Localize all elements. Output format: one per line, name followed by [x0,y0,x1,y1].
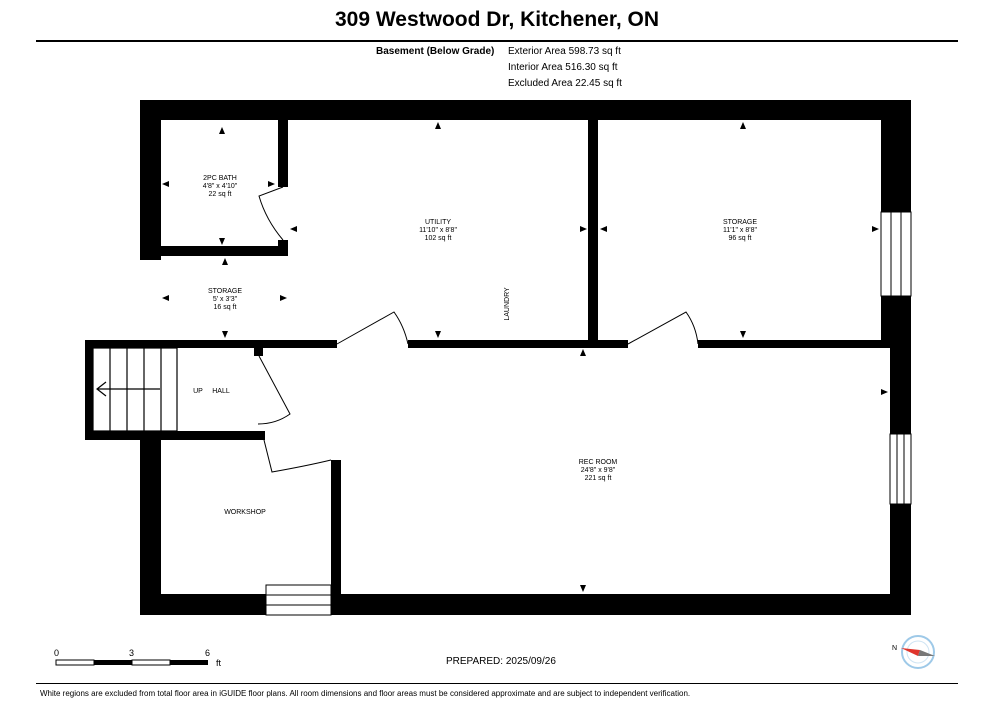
storage-small-name: STORAGE [208,288,242,295]
storage-right-dims: 11'1" x 8'8" [723,227,757,234]
walls [85,100,911,615]
interior-area: Interior Area 516.30 sq ft [508,62,618,73]
storage-right-name: STORAGE [723,219,757,226]
door-workshop [263,439,332,473]
wall-mid-left [85,340,337,348]
wall-right-d [890,504,911,615]
workshop-label: WORKSHOP [224,509,266,516]
wall-right-b [881,296,911,346]
door-hall [257,355,291,425]
bath-area: 22 sq ft [209,191,232,198]
stairs [92,347,178,432]
dimension-arrows [162,122,888,592]
wall-bath-right-lower [278,240,288,256]
header-divider [36,40,958,42]
wall-hall-post [254,346,263,356]
page-title: 309 Westwood Dr, Kitchener, ON [334,8,660,31]
laundry-label: LAUNDRY [504,287,511,321]
room-labels: 2PC BATH 4'8" x 4'10" 22 sq ft UTILITY 1… [193,175,757,516]
scale-tick-6: 6 [205,648,211,658]
level-label: Basement (Below Grade) [376,46,495,57]
bath-name: 2PC BATH [203,175,237,182]
rec-name: REC ROOM [579,459,618,466]
scale-unit: ft [216,658,222,668]
wall-bath-bottom [140,246,288,256]
wall-left-upper [140,100,161,260]
window-bottom [265,584,332,616]
doors [257,186,699,473]
wall-stair-left [85,340,93,440]
wall-bottom-left [140,594,266,615]
scale-tick-3: 3 [129,648,135,658]
floor-plan: 2PC BATH 4'8" x 4'10" 22 sq ft UTILITY 1… [85,100,912,616]
rec-area: 221 sq ft [585,475,612,482]
storage-right-area: 96 sq ft [729,235,752,242]
utility-dims: 11'10" x 8'8" [419,227,457,234]
door-bath [258,186,284,241]
utility-name: UTILITY [425,219,451,226]
storage-small-dims: 5' x 3'3" [213,296,238,303]
wall-mid-center [408,340,628,348]
wall-right-c [890,346,911,434]
excluded-area: Excluded Area 22.45 sq ft [508,78,622,89]
wall-bath-right-upper [278,120,288,187]
window-right-lower [889,433,912,505]
footer-divider [36,683,958,684]
bath-dims: 4'8" x 4'10" [203,183,238,190]
windows [265,211,912,616]
wall-bottom-right [331,594,911,615]
scale-tick-0: 0 [54,648,60,658]
up-label: UP [193,388,203,395]
wall-right-a [881,100,911,212]
window-right-upper [880,211,912,297]
prepared-date: PREPARED: 2025/09/26 [446,656,556,667]
wall-partition [588,120,598,346]
exterior-area: Exterior Area 598.73 sq ft [508,46,621,57]
rec-dims: 24'8" x 9'8" [581,467,616,474]
wall-top [140,100,911,120]
wall-mid-right [698,340,911,348]
door-utility [336,311,409,345]
door-storage [627,311,699,345]
storage-small-area: 16 sq ft [214,304,237,311]
wall-workshop [331,460,341,615]
wall-left-lower [140,440,161,615]
compass-icon: N [892,635,935,669]
compass-north-label: N [892,645,897,652]
scale-bar [55,659,208,666]
footer-disclaimer: White regions are excluded from total fl… [40,689,691,698]
wall-stair-bottom [85,431,265,440]
hall-label: HALL [212,388,230,395]
utility-area: 102 sq ft [425,235,452,242]
